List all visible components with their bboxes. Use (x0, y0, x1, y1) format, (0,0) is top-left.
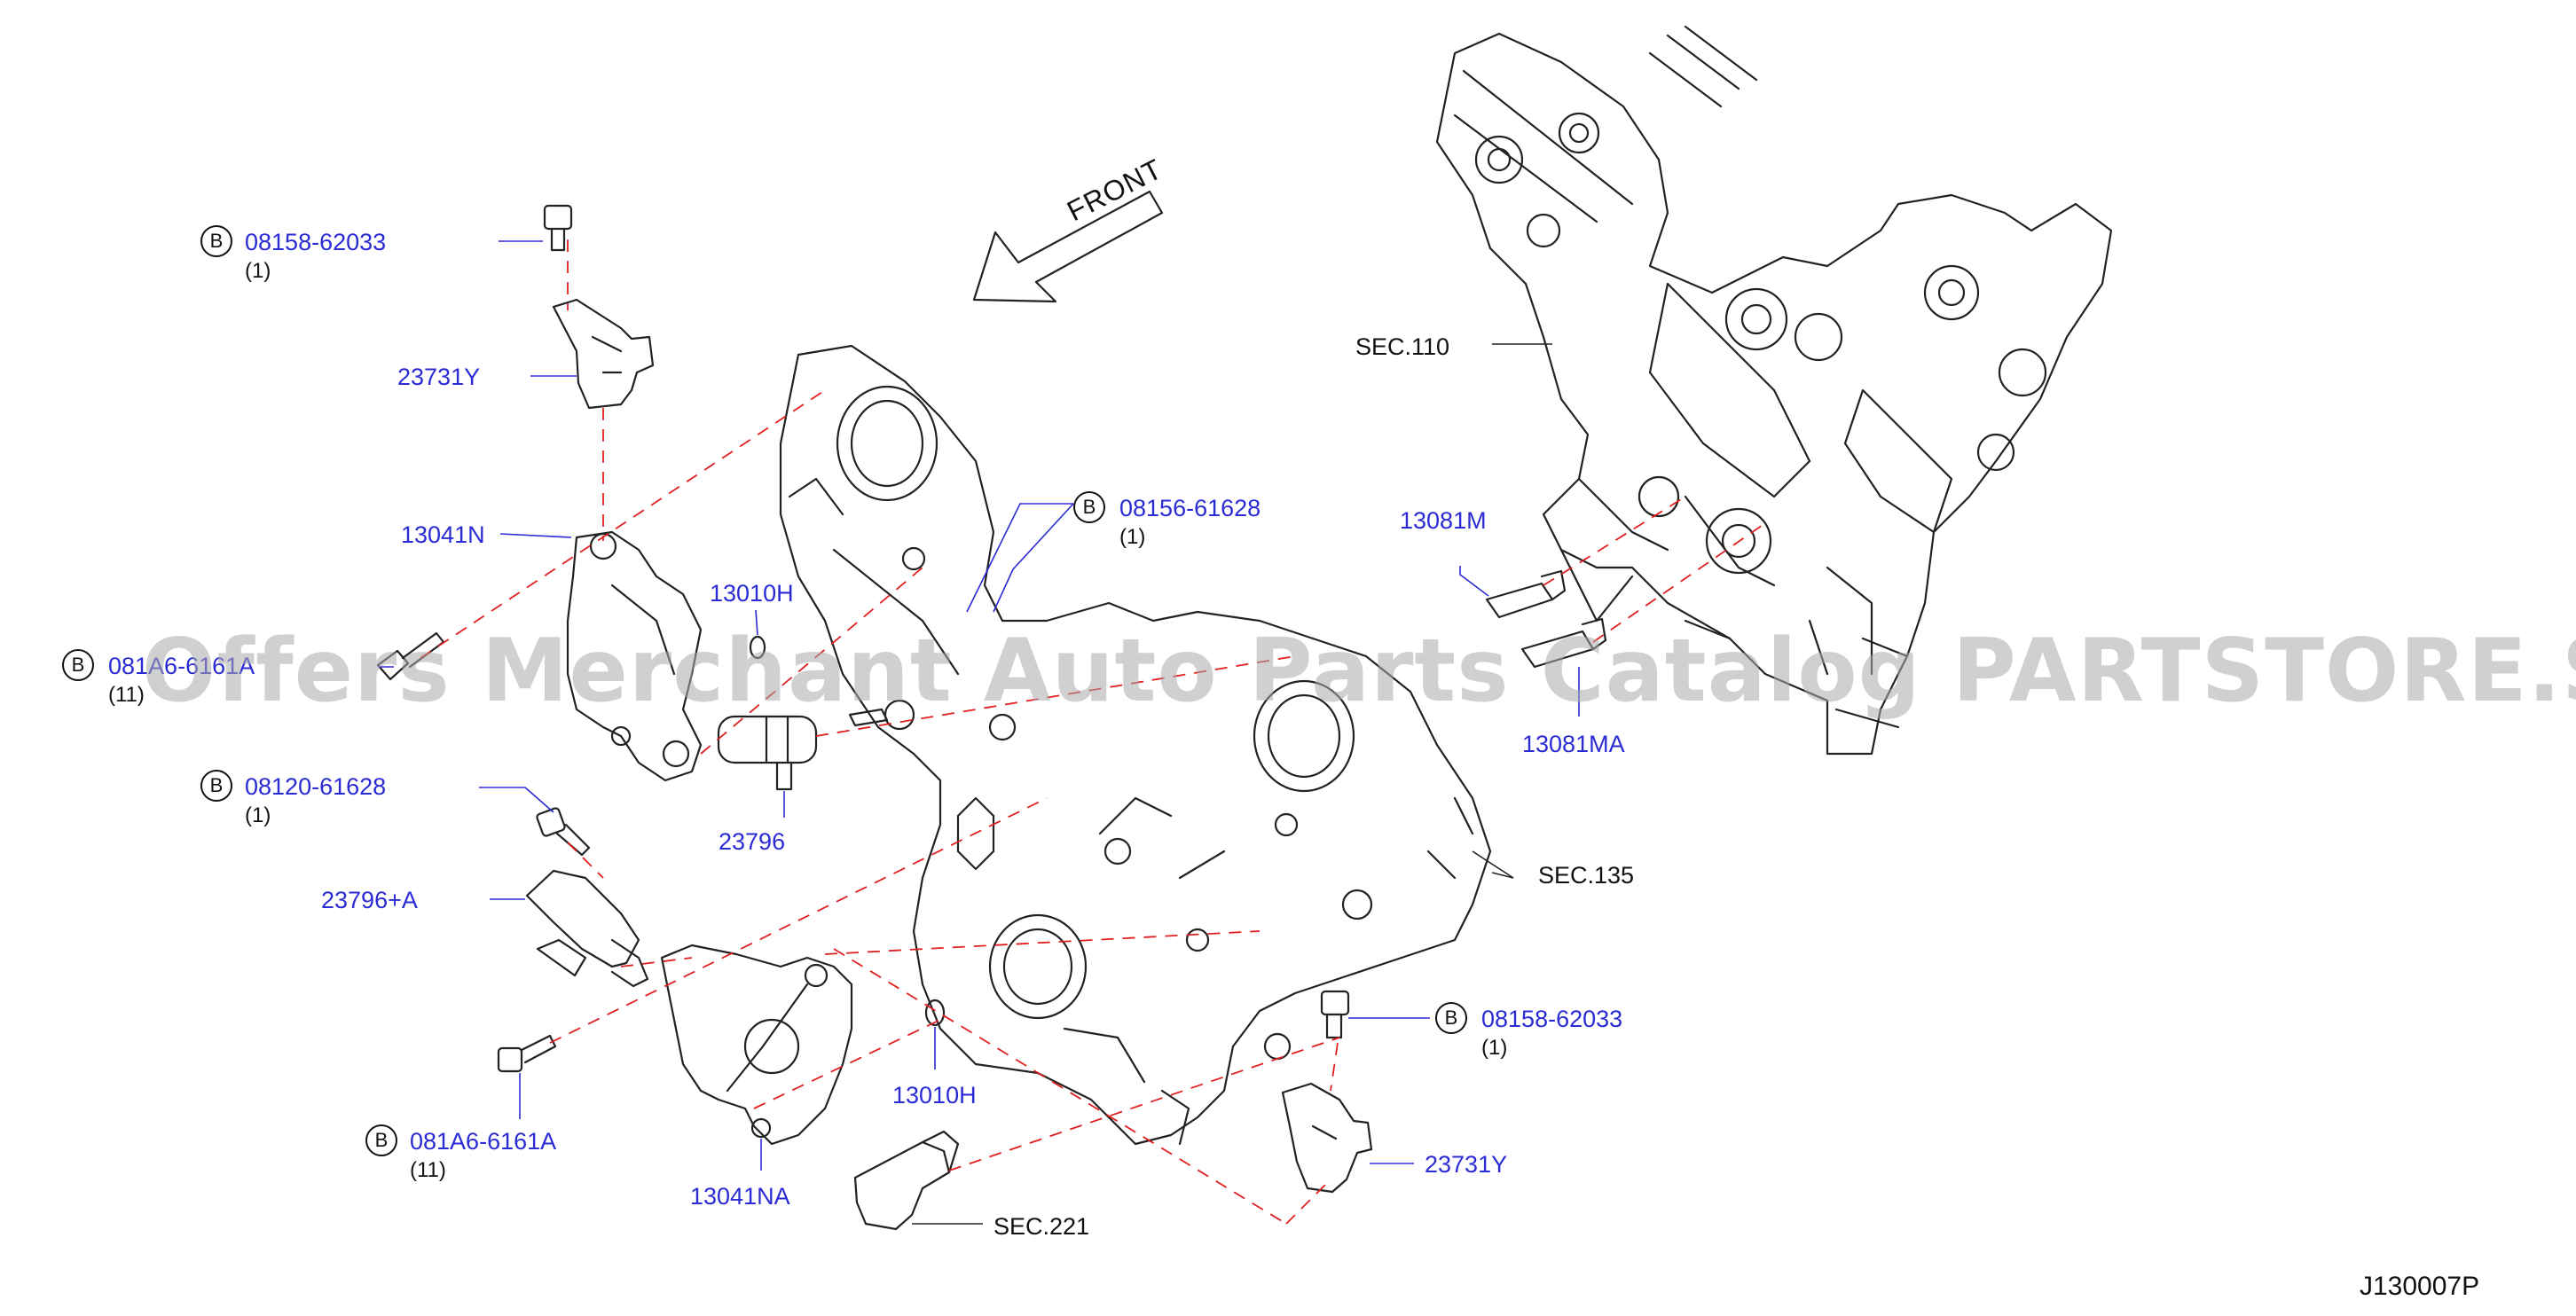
section-ref-135[interactable]: SEC.135 (1538, 862, 1635, 889)
callout-sensor-right-part[interactable]: 23731Y (1425, 1151, 1508, 1178)
oring-upper-illustration (749, 635, 766, 660)
bolt-marker-b: B (200, 225, 232, 257)
engine-block-illustration (1435, 25, 2113, 756)
dowel-m-illustration (1485, 569, 1567, 619)
callout-bolt-lower-left-qty: (1) (245, 803, 271, 827)
cam-sensor-right-illustration (1281, 1082, 1373, 1194)
callout-bolt-right-qty: (1) (1481, 1036, 1508, 1060)
callout-bolt-top-qty: (1) (245, 259, 271, 283)
callout-dowel-m-part[interactable]: 13081M (1400, 507, 1487, 534)
bolt-lower-left-illustration (536, 807, 591, 857)
callout-bolt-lower-left-part[interactable]: 08120-61628 (245, 773, 387, 800)
bolt-mid-illustration (848, 699, 915, 731)
solenoid-lower-illustration (525, 869, 649, 988)
callout-bolt-bottom-left-part[interactable]: 081A6-6161A (410, 1128, 557, 1155)
callout-bolt-mid-qty: (1) (1119, 525, 1146, 549)
callout-vtc-cover-left-part[interactable]: 13041N (401, 521, 485, 548)
leader-lines (378, 240, 1580, 1171)
callout-bolt-mid-part[interactable]: 08156-61628 (1119, 495, 1261, 521)
callout-vtc-cover-right-part[interactable]: 13041NA (690, 1183, 790, 1210)
cam-sensor-top-illustration (552, 298, 655, 410)
bolt-bottom-left-illustration (497, 1034, 557, 1073)
callout-solenoid-lower-part[interactable]: 23796+A (321, 887, 418, 913)
crank-sensor-illustration (853, 1130, 960, 1231)
oring-lower-illustration (924, 999, 946, 1027)
callout-oring-lower-part[interactable]: 13010H (892, 1082, 977, 1108)
vtc-cover-left-illustration (566, 530, 703, 782)
bolt-marker-b: B (1435, 1002, 1467, 1034)
solenoid-upper-illustration (717, 715, 818, 791)
dashed-alignment-lines (420, 239, 1766, 1225)
callout-sensor-top-part[interactable]: 23731Y (397, 364, 481, 390)
bolt-marker-b: B (1073, 491, 1105, 523)
front-arrow-icon (972, 190, 1164, 303)
callout-bolt-right-part[interactable]: 08158-62033 (1481, 1006, 1623, 1032)
dowel-ma-illustration (1520, 617, 1607, 669)
bolt-marker-b: B (62, 649, 94, 681)
section-ref-221[interactable]: SEC.221 (993, 1213, 1090, 1240)
diagram-code: J130007P (2360, 1272, 2480, 1301)
callout-solenoid-upper-part[interactable]: 23796 (719, 828, 786, 855)
front-timing-cover-illustration (779, 344, 1492, 1146)
bolt-marker-b: B (365, 1124, 397, 1156)
watermark-text: Offers Merchant Auto Parts Catalog PARTS… (142, 621, 2576, 722)
vtc-cover-right-illustration (660, 944, 853, 1146)
bolt-right-illustration (1320, 990, 1350, 1039)
bolt-marker-b: B (200, 770, 232, 802)
callout-oring-upper-part[interactable]: 13010H (710, 580, 794, 607)
callout-bolt-left-part[interactable]: 081A6-6161A (108, 653, 255, 679)
callout-dowel-ma-part[interactable]: 13081MA (1522, 731, 1625, 757)
callout-bolt-top-part[interactable]: 08158-62033 (245, 229, 387, 255)
callout-bolt-bottom-left-qty: (11) (410, 1158, 446, 1182)
section-ref-110[interactable]: SEC.110 (1355, 333, 1450, 360)
bolt-top-illustration (543, 204, 573, 252)
callout-bolt-left-qty: (11) (108, 683, 145, 707)
